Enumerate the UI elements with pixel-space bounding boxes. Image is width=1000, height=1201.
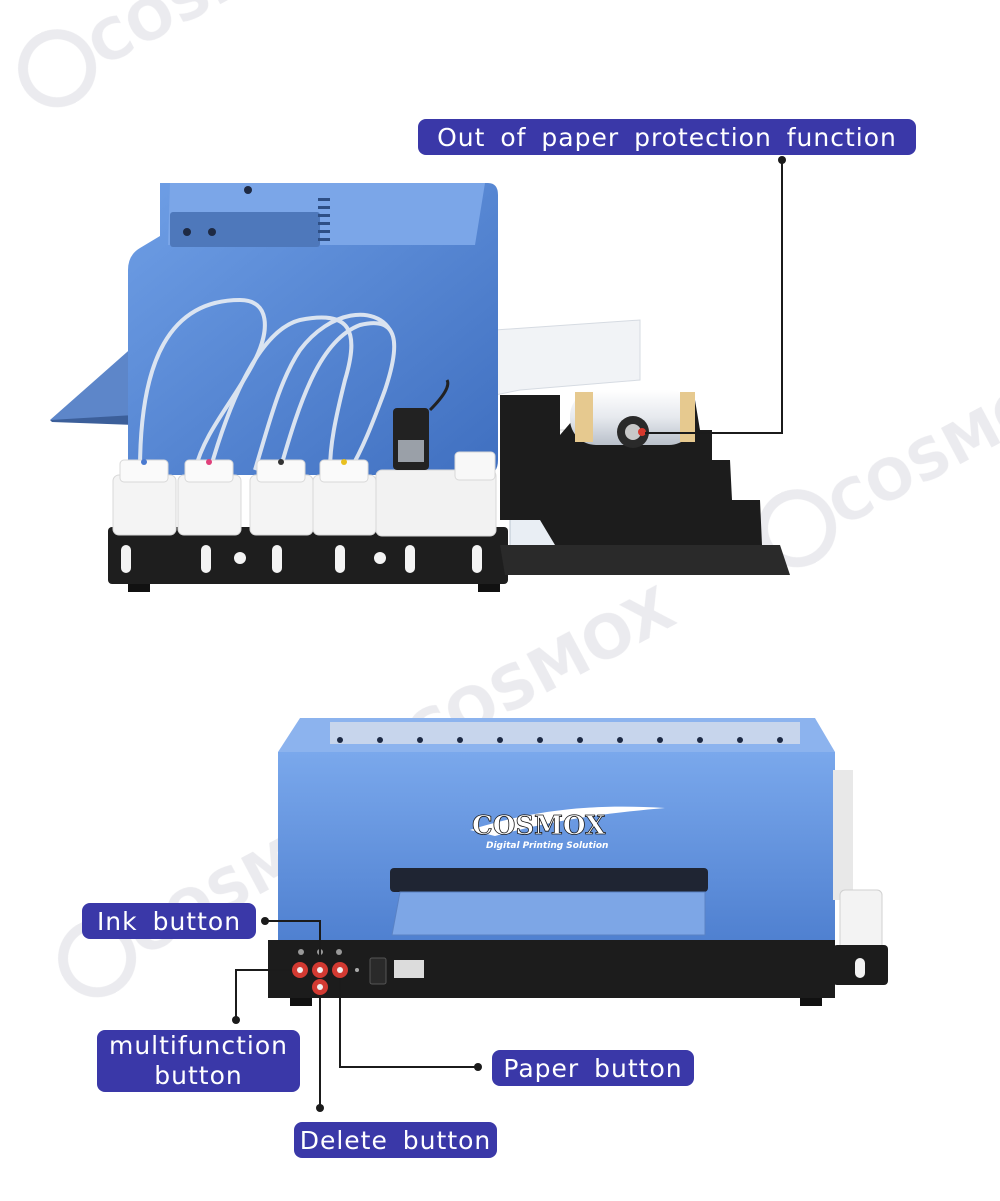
leader-paper <box>339 978 478 1068</box>
logo-wordmark: COSMOX <box>472 811 606 841</box>
paper-sensor <box>625 424 641 440</box>
printer-body-side <box>128 183 498 475</box>
leader-ink <box>265 920 321 962</box>
ink-cap-mark-1 <box>141 459 147 465</box>
ink-cap-mark-3 <box>278 459 284 465</box>
leader-multifunction <box>235 969 292 1020</box>
ink-cap-mark-4 <box>341 459 347 465</box>
leader-lines-buttons <box>235 920 478 1108</box>
callout-multifunction-button: multifunction button <box>97 1030 300 1092</box>
power-switch[interactable] <box>369 957 387 985</box>
paper-roll-holder <box>500 390 790 575</box>
output-paper-tray <box>50 345 135 420</box>
callout-ink-button: Ink button <box>82 903 256 939</box>
control-buttons <box>292 949 424 995</box>
top-cover-panel <box>170 212 320 247</box>
callout-paper-button: Paper button <box>492 1050 694 1086</box>
callout-out-of-paper-protection: Out of paper protection function <box>418 119 916 155</box>
printer-front-view: COSMOX Digital Printing Solution <box>268 718 888 1006</box>
paper-output-slot <box>390 868 708 892</box>
callout-delete-button: Delete button <box>294 1122 497 1158</box>
ink-cap-mark-2 <box>206 459 212 465</box>
printer-side-view <box>50 183 790 592</box>
ink-tubes <box>138 297 397 472</box>
watermark-right: COSMOX <box>818 354 1000 540</box>
control-panel-base <box>268 940 835 998</box>
watermark-top-left: COSMOX <box>78 0 350 79</box>
logo-tagline: Digital Printing Solution <box>486 841 608 851</box>
front-paper-tray <box>391 891 706 936</box>
label-plate <box>394 960 424 978</box>
paper-sheet <box>494 319 641 396</box>
leader-line-paper-protection <box>645 160 783 434</box>
ink-bottles <box>112 379 497 537</box>
waste-ink-tank <box>375 469 497 537</box>
cosmox-logo: COSMOX Digital Printing Solution <box>470 806 665 851</box>
